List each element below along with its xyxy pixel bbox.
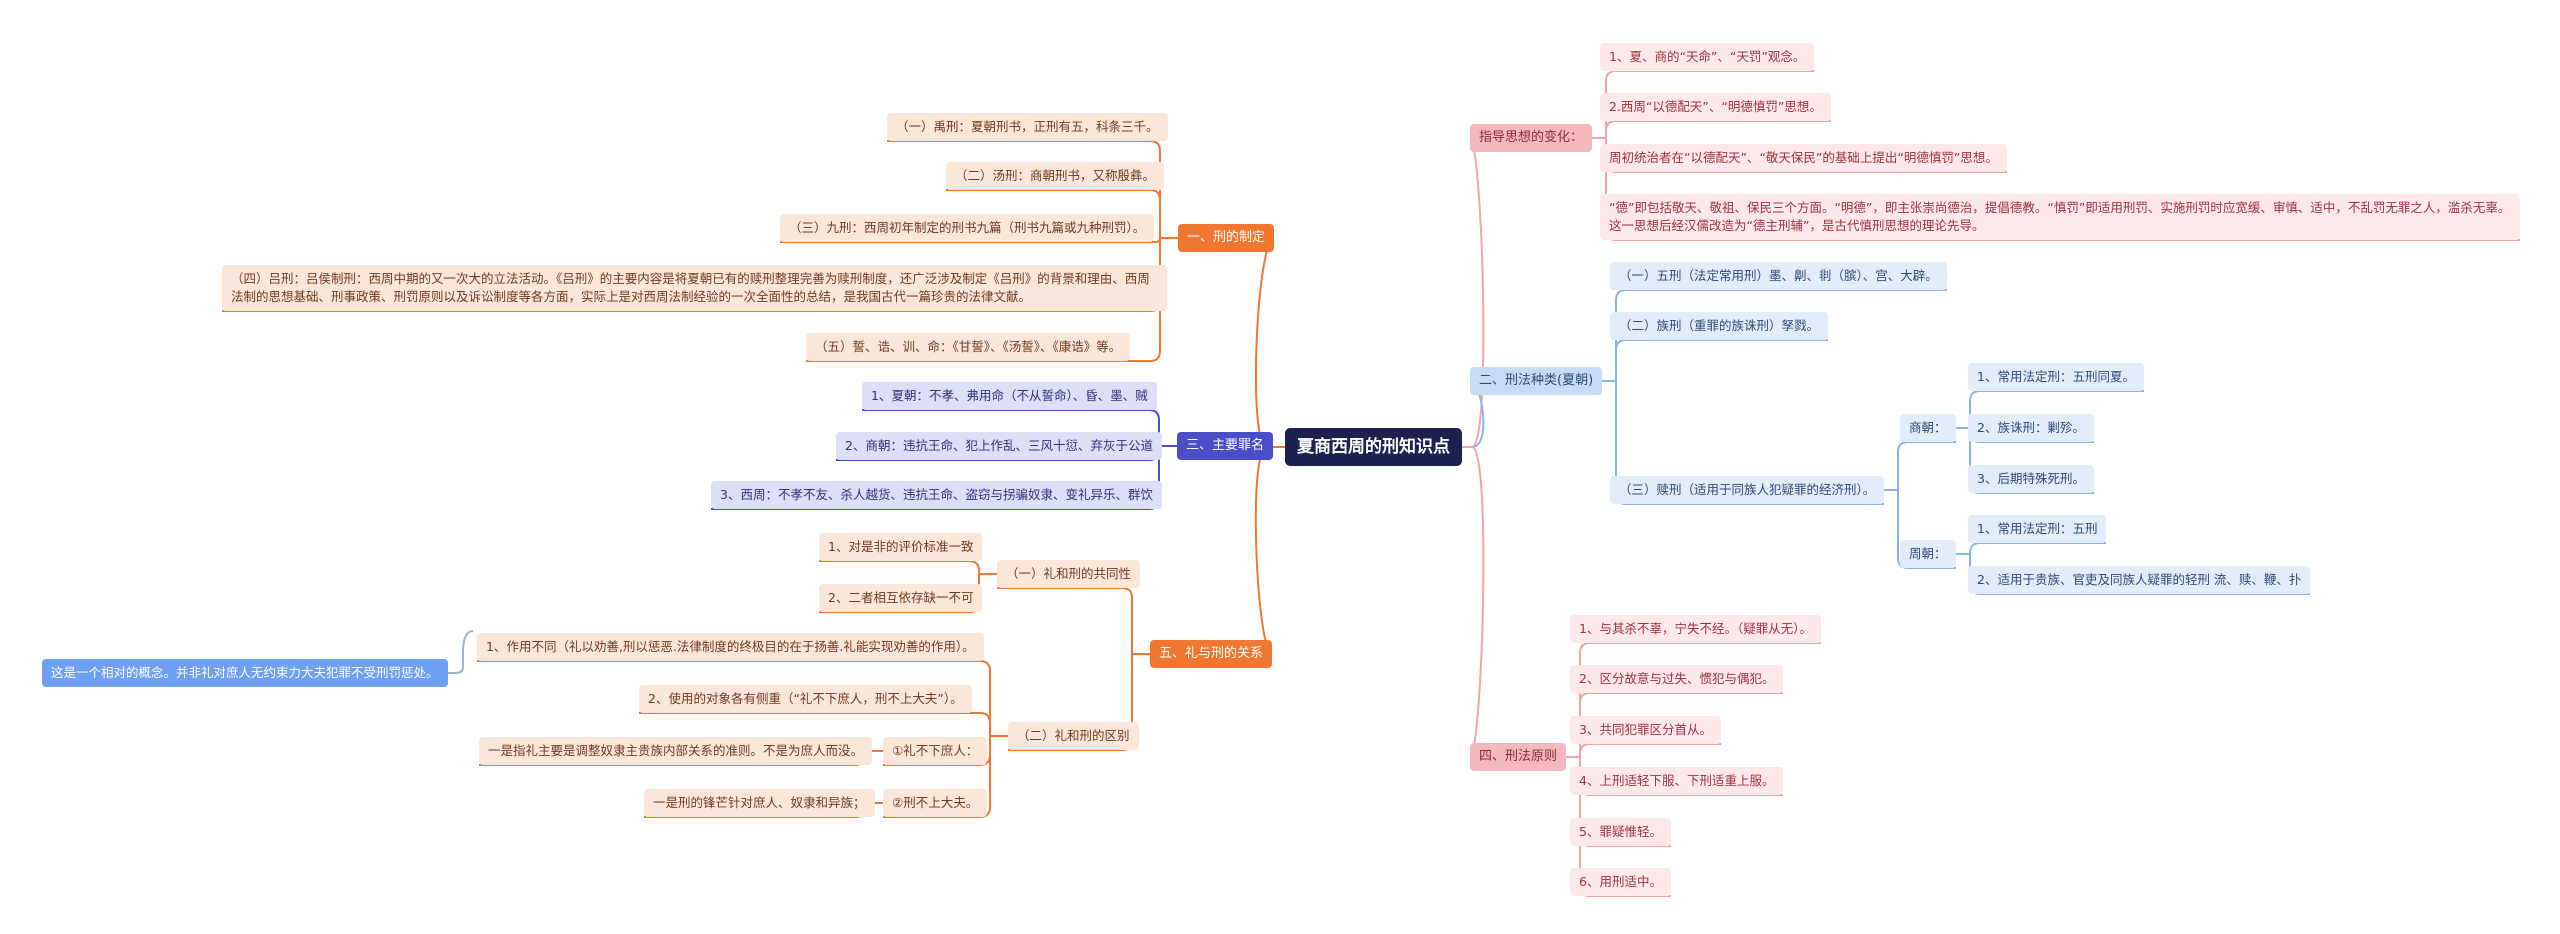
leaf-xing-bu-shang[interactable]: ②刑不上大夫。 bbox=[883, 789, 988, 817]
diff-link-0 bbox=[477, 660, 991, 736]
leaf-principle-5[interactable]: 5、罪疑惟轻。 bbox=[1570, 818, 1671, 846]
shang-link-0 bbox=[1969, 390, 2144, 428]
leaf-principle-2[interactable]: 2、区分故意与过失、惯犯与偶犯。 bbox=[1570, 665, 1784, 693]
zd-link-1 bbox=[1605, 120, 1831, 138]
leaf-principle-4[interactable]: 4、上刑适轻下服、下刑适重上服。 bbox=[1570, 767, 1784, 795]
branch-punishment-types[interactable]: 二、刑法种类(夏朝) bbox=[1470, 367, 1603, 395]
leaf-principle-3[interactable]: 3、共同犯罪区分首从。 bbox=[1570, 716, 1721, 744]
root-to-b4 bbox=[1462, 446, 1485, 758]
leaf-tang-xing[interactable]: （二）汤刑：商朝刑书，又称殷彝。 bbox=[946, 162, 1165, 190]
branch-main-crimes[interactable]: 三、主要罪名 bbox=[1177, 432, 1274, 460]
leaf-shu-xing[interactable]: （三）赎刑（适用于同族人犯疑罪的经济刑）。 bbox=[1610, 476, 1885, 504]
b2-link-1 bbox=[1615, 339, 1828, 381]
b1-link-1 bbox=[946, 189, 1161, 238]
b1-link-4 bbox=[806, 238, 1161, 362]
leaf-yide-peitian[interactable]: 2.西周“以德配天”、“明德慎罚”思想。 bbox=[1600, 93, 1831, 121]
sub-common[interactable]: （一）礼和刑的共同性 bbox=[997, 560, 1141, 588]
leaf-diff-function[interactable]: 1、作用不同（礼以劝善,刑以惩恶.法律制度的终极目的在于扬善.礼能实现劝善的作用… bbox=[477, 633, 984, 661]
sub-shang-dynasty[interactable]: 商朝： bbox=[1900, 414, 1956, 442]
root-to-b5 bbox=[1254, 446, 1285, 655]
root-topic[interactable]: 夏商西周的刑知识点 bbox=[1285, 428, 1462, 466]
diff-link-3 bbox=[883, 736, 991, 818]
leaf-principle-6[interactable]: 6、用刑适中。 bbox=[1570, 868, 1671, 896]
branch-formulation[interactable]: 一、刑的制定 bbox=[1178, 224, 1275, 252]
b2-link-0 bbox=[1615, 289, 1947, 381]
leaf-shang-crimes[interactable]: 2、商朝：违抗王命、犯上作乱、三风十愆、弃灰于公道 bbox=[836, 432, 1162, 460]
zhou-link-0 bbox=[1969, 542, 2106, 554]
shu-link-0 bbox=[1897, 441, 1956, 490]
b4-link-1 bbox=[1579, 692, 1783, 757]
b4-link-0 bbox=[1579, 642, 1821, 757]
leaf-de-explained[interactable]: “德”即包括敬天、敬祖、保民三个方面。“明德”，即主张崇尚德治，提倡德教。“慎罚… bbox=[1600, 194, 2520, 240]
diff-link-1 bbox=[639, 712, 991, 736]
root-to-b1 bbox=[1254, 237, 1285, 448]
leaf-yu-xing[interactable]: （一）禹刑：夏朝刑书，正刑有五，科条三千。 bbox=[887, 113, 1168, 141]
leaf-shang-2[interactable]: 2、族诛刑：剿殄。 bbox=[1968, 414, 2094, 442]
b5-link-0 bbox=[997, 587, 1133, 654]
leaf-xing-bu-shang-desc[interactable]: 一是刑的锋芒针对庶人、奴隶和异族； bbox=[644, 789, 875, 817]
leaf-shi-gao-xun-ming[interactable]: （五）誓、诰、训、命：《甘誓》、《汤誓》、《康诰》等。 bbox=[806, 333, 1131, 361]
common-link-0 bbox=[819, 560, 980, 574]
sub-zhou-dynasty[interactable]: 周朝： bbox=[1900, 540, 1956, 568]
b1-link-0 bbox=[887, 140, 1161, 238]
leaf-li-bu-xia-desc[interactable]: 一是指礼主要是调整奴隶主贵族内部关系的准则。不是为庶人而没。 bbox=[479, 737, 873, 765]
leaf-common-2[interactable]: 2、二者相互依存缺一不可 bbox=[819, 584, 983, 612]
leaf-principle-1[interactable]: 1、与其杀不辜，宁失不经。（疑罪从无）。 bbox=[1570, 615, 1821, 643]
b4-link-2 bbox=[1579, 743, 1721, 757]
leaf-li-bu-xia[interactable]: ①礼不下庶人： bbox=[883, 737, 988, 765]
branch-principles[interactable]: 四、刑法原则 bbox=[1470, 743, 1567, 771]
leaf-xia-crimes[interactable]: 1、夏朝：不孝、弗用命（不从誓命）、昏、墨、贼 bbox=[862, 382, 1157, 410]
note-relative-concept[interactable]: 这是一个相对的概念。并非礼对庶人无约束力大夫犯罪不受刑罚惩处。 bbox=[42, 659, 448, 687]
leaf-zhou-crimes[interactable]: 3、西周：不孝不友、杀人越货、违抗王命、盗窃与拐骗奴隶、变礼异乐、群饮 bbox=[711, 481, 1162, 509]
note-brace bbox=[448, 630, 474, 674]
zd-link-0 bbox=[1605, 70, 1814, 138]
leaf-lv-xing[interactable]: （四）吕刑：吕侯制刑：西周中期的又一次大的立法活动。《吕刑》的主要内容是将夏朝已… bbox=[222, 265, 1167, 311]
branch-guiding-ideology[interactable]: 指导思想的变化： bbox=[1470, 124, 1593, 152]
leaf-diff-object[interactable]: 2、使用的对象各有侧重（“礼不下庶人，刑不上大夫”）。 bbox=[639, 685, 972, 713]
leaf-zhou-2[interactable]: 2、适用于贵族、官吏及同族人疑罪的轻刑 流、赎、鞭、扑 bbox=[1968, 566, 2311, 594]
leaf-shang-1[interactable]: 1、常用法定刑：五刑同夏。 bbox=[1968, 363, 2144, 391]
branch-li-xing-relation[interactable]: 五、礼与刑的关系 bbox=[1150, 640, 1273, 668]
b3-link-0 bbox=[862, 409, 1160, 446]
leaf-zu-xing[interactable]: （二）族刑（重罪的族诛刑）孥戮。 bbox=[1610, 312, 1829, 340]
leaf-common-1[interactable]: 1、对是非的评价标准一致 bbox=[819, 533, 983, 561]
leaf-shang-3[interactable]: 3、后期特殊死刑。 bbox=[1968, 465, 2094, 493]
leaf-tianming[interactable]: 1、夏、商的“天命”、“天罚”观念。 bbox=[1600, 43, 1815, 71]
leaf-mingde-shenfa[interactable]: 周初统治者在“以德配天”、“敬天保民”的基础上提出“明德慎罚”思想。 bbox=[1600, 144, 2007, 172]
sub-difference[interactable]: （二）礼和刑的区别 bbox=[1008, 722, 1139, 750]
leaf-wu-xing[interactable]: （一）五刑（法定常用刑）墨、劓、剕（膑）、宫、大辟。 bbox=[1610, 262, 1947, 290]
leaf-zhou-1[interactable]: 1、常用法定刑：五刑 bbox=[1968, 515, 2107, 543]
leaf-jiu-xing[interactable]: （三）九刑：西周初年制定的刑书九篇（刑书九篇或九种刑罚）。 bbox=[780, 214, 1155, 242]
root-to-zd bbox=[1462, 137, 1485, 448]
